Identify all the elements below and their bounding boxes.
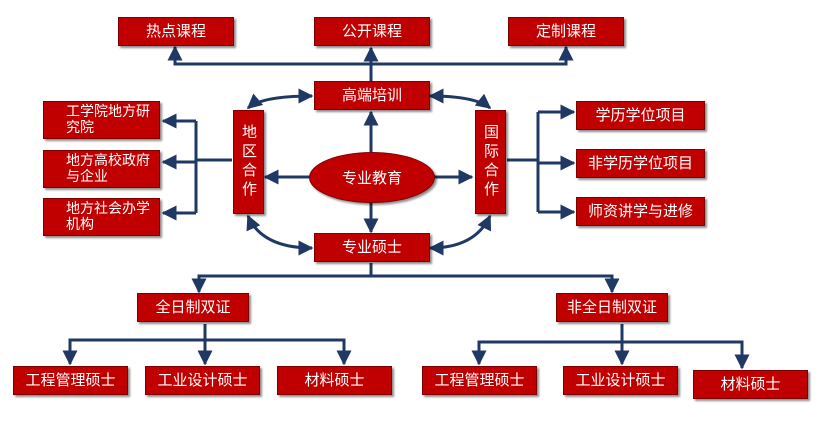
intl-item-teacher-training: 师资讲学与进修 — [576, 197, 705, 226]
regional-cooperation-box: 地区合作 — [233, 110, 264, 214]
professional-master-box: 专业硕士 — [314, 233, 430, 262]
intl-item-degree: 学历学位项目 — [576, 101, 705, 130]
part-time-box: 非全日制双证 — [556, 293, 668, 322]
part-time-item-materials: 材料硕士 — [693, 370, 808, 399]
full-time-item-engineering-mgmt: 工程管理硕士 — [13, 366, 128, 395]
part-time-item-industrial-design: 工业设计硕士 — [563, 366, 678, 395]
regional-item-universities: 地方高校政府与企业 — [43, 150, 160, 188]
regional-item-schools: 地方社会办学机构 — [43, 198, 160, 236]
part-time-item-engineering-mgmt: 工程管理硕士 — [422, 366, 537, 395]
open-courses-box: 公开课程 — [314, 17, 430, 46]
full-time-item-materials: 材料硕士 — [277, 366, 392, 395]
full-time-item-industrial-design: 工业设计硕士 — [145, 366, 260, 395]
full-time-box: 全日制双证 — [137, 293, 249, 322]
intl-item-non-degree: 非学历学位项目 — [576, 149, 705, 178]
regional-item-institute: 工学院地方研究院 — [43, 101, 160, 139]
international-cooperation-box: 国际合作 — [475, 110, 506, 214]
high-end-training-box: 高端培训 — [314, 81, 430, 110]
professional-education-ellipse: 专业教育 — [309, 152, 435, 203]
custom-courses-box: 定制课程 — [508, 17, 624, 46]
hot-courses-box: 热点课程 — [118, 17, 234, 46]
